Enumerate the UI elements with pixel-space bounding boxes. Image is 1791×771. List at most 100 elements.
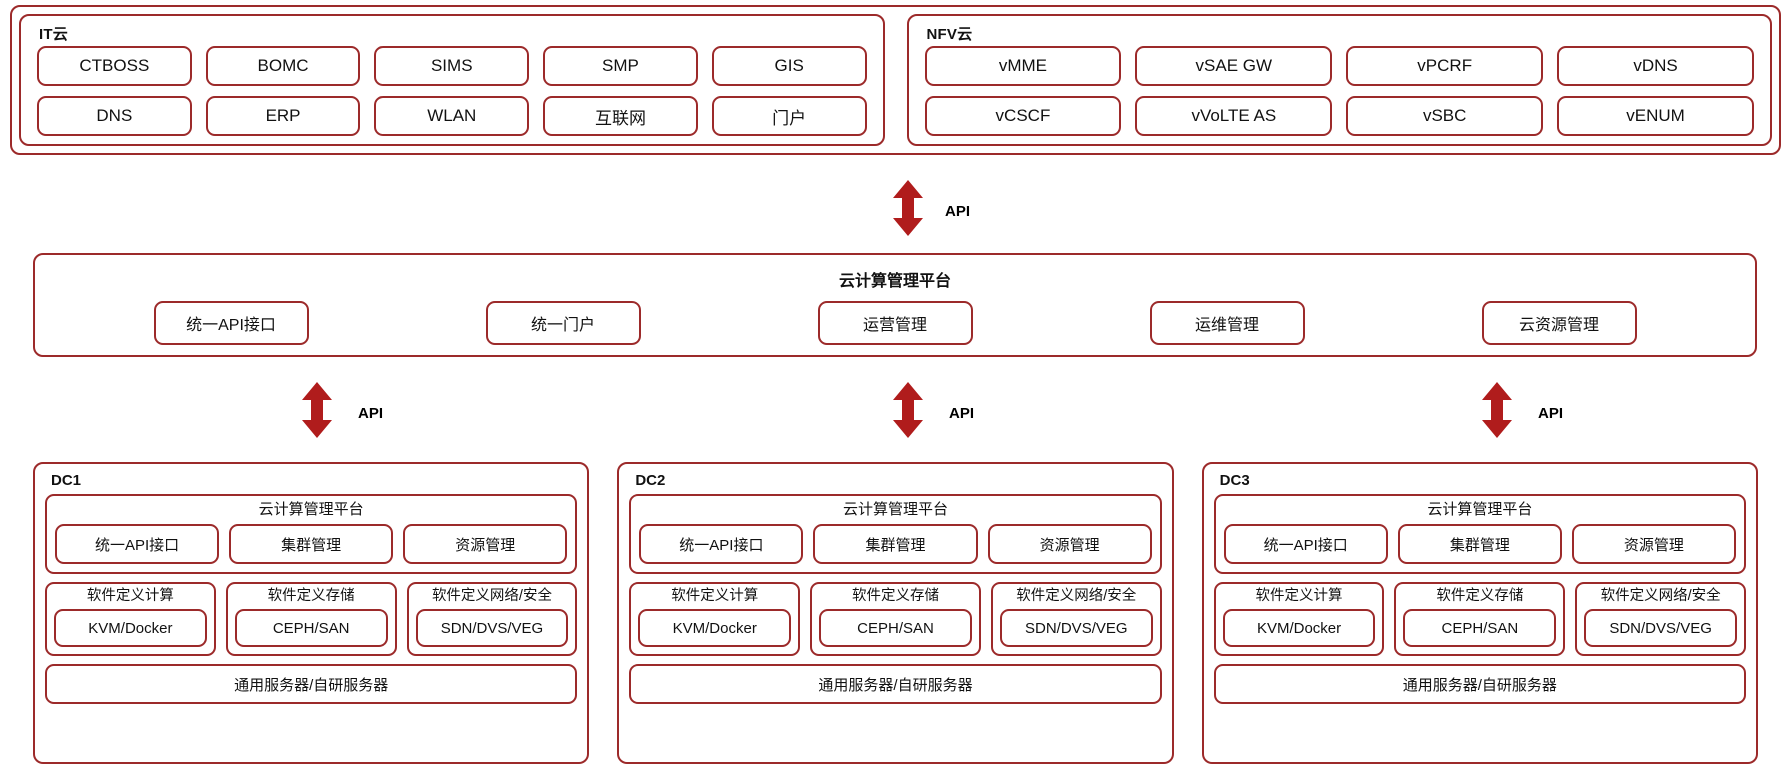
api-arrow-dc3-label: API [1538, 405, 1564, 422]
cloud-item-smp[interactable]: SMP [543, 46, 698, 86]
dc3-mgmt-item-unified-api[interactable]: 统一API接口 [1223, 524, 1388, 564]
cloud-group-it: IT云 CTBOSS BOMC SIMS SMP GIS DNS ERP WLA… [19, 14, 885, 146]
datacenter-dc2: DC2 云计算管理平台 统一API接口 集群管理 资源管理 软件定义计算 KVM… [617, 462, 1174, 764]
cloud-item-vmme[interactable]: vMME [924, 46, 1122, 86]
cloud-group-nfv: NFV云 vMME vSAE GW vPCRF vDNS vCSCF vVoLT… [906, 14, 1772, 146]
dc2-sd-network: 软件定义网络/安全 SDN/DVS/VEG [990, 582, 1162, 656]
cloud-item-portal[interactable]: 门户 [711, 96, 867, 136]
cloud-item-ctboss[interactable]: CTBOSS [37, 46, 192, 86]
dc3-software-defined-row: 软件定义计算 KVM/Docker 软件定义存储 CEPH/SAN 软件定义网络… [1213, 582, 1746, 656]
dc2-sd-storage-value[interactable]: CEPH/SAN [819, 609, 972, 647]
dc1-sd-storage-title: 软件定义存储 [267, 588, 355, 604]
cloud-item-vsbc[interactable]: vSBC [1346, 96, 1544, 136]
cloud-item-vcscf[interactable]: vCSCF [924, 96, 1122, 136]
dc2-sd-storage: 软件定义存储 CEPH/SAN [810, 582, 981, 656]
platform-item-cloud-resource-mgmt[interactable]: 云资源管理 [1481, 301, 1637, 345]
cloud-item-erp[interactable]: ERP [205, 96, 361, 136]
dc3-sd-network-value[interactable]: SDN/DVS/VEG [1584, 609, 1737, 647]
dc1-sd-compute-title: 软件定义计算 [86, 588, 174, 604]
platform-item-unified-api[interactable]: 统一API接口 [153, 301, 309, 345]
platform-item-operation-mgmt[interactable]: 运营管理 [817, 301, 973, 345]
dc3-sd-storage-value[interactable]: CEPH/SAN [1403, 609, 1557, 647]
dc1-software-defined-row: 软件定义计算 KVM/Docker 软件定义存储 CEPH/SAN 软件定义网络… [45, 582, 578, 656]
dc3-mgmt-item-resource-mgmt[interactable]: 资源管理 [1571, 524, 1736, 564]
dc2-sd-compute: 软件定义计算 KVM/Docker [629, 582, 801, 656]
dc1-sd-network-value[interactable]: SDN/DVS/VEG [415, 609, 569, 647]
cloud-management-platform: 云计算管理平台 统一API接口 统一门户 运营管理 运维管理 云资源管理 [33, 253, 1757, 357]
platform-title: 云计算管理平台 [838, 273, 951, 290]
datacenter-row: DC1 云计算管理平台 统一API接口 集群管理 资源管理 软件定义计算 KVM… [33, 462, 1758, 764]
cloud-item-dns[interactable]: DNS [37, 96, 192, 136]
dc2-sd-compute-title: 软件定义计算 [671, 588, 759, 604]
api-arrow-dc2-icon [891, 382, 925, 438]
cloud-group-it-title: IT云 [39, 26, 68, 43]
cloud-item-sims[interactable]: SIMS [374, 46, 530, 86]
dc1-mgmt-item-unified-api[interactable]: 统一API接口 [55, 524, 220, 564]
api-arrow-dc1-label: API [358, 405, 384, 422]
cloud-band-container: IT云 CTBOSS BOMC SIMS SMP GIS DNS ERP WLA… [10, 5, 1781, 155]
dc1-mgmt-item-cluster-mgmt[interactable]: 集群管理 [229, 524, 394, 564]
datacenter-dc3: DC3 云计算管理平台 统一API接口 集群管理 资源管理 软件定义计算 KVM… [1201, 462, 1758, 764]
dc3-sd-network-title: 软件定义网络/安全 [1600, 588, 1721, 604]
dc1-sd-storage-value[interactable]: CEPH/SAN [234, 609, 388, 647]
cloud-item-vpcrf[interactable]: vPCRF [1346, 46, 1544, 86]
datacenter-dc1: DC1 云计算管理平台 统一API接口 集群管理 资源管理 软件定义计算 KVM… [33, 462, 590, 764]
dc2-mgmt-item-unified-api[interactable]: 统一API接口 [639, 524, 804, 564]
api-arrow-dc3-icon [1480, 382, 1514, 438]
api-arrow-top-icon [891, 180, 925, 236]
api-arrow-dc1-icon [300, 382, 334, 438]
dc1-sd-network: 软件定义网络/安全 SDN/DVS/VEG [406, 582, 578, 656]
dc1-management-platform: 云计算管理平台 统一API接口 集群管理 资源管理 [45, 494, 578, 574]
cloud-item-internet[interactable]: 互联网 [543, 96, 698, 136]
datacenter-dc1-title: DC1 [51, 472, 82, 489]
dc1-sd-compute-value[interactable]: KVM/Docker [54, 609, 207, 647]
dc3-sd-compute-title: 软件定义计算 [1255, 588, 1343, 604]
dc1-mgmt-item-resource-mgmt[interactable]: 资源管理 [403, 524, 568, 564]
dc2-sd-network-title: 软件定义网络/安全 [1016, 588, 1137, 604]
cloud-item-bomc[interactable]: BOMC [205, 46, 361, 86]
cloud-group-nfv-row-1: vMME vSAE GW vPCRF vDNS [924, 46, 1754, 86]
dc3-management-items: 统一API接口 集群管理 资源管理 [1223, 524, 1736, 564]
dc3-sd-storage: 软件定义存储 CEPH/SAN [1394, 582, 1566, 656]
dc1-sd-compute: 软件定义计算 KVM/Docker [45, 582, 216, 656]
dc1-management-items: 统一API接口 集群管理 资源管理 [55, 524, 568, 564]
dc3-sd-network: 软件定义网络/安全 SDN/DVS/VEG [1575, 582, 1746, 656]
cloud-group-it-row-2: DNS ERP WLAN 互联网 门户 [37, 96, 867, 136]
cloud-group-nfv-row-2: vCSCF vVoLTE AS vSBC vENUM [924, 96, 1754, 136]
dc2-server-bar[interactable]: 通用服务器/自研服务器 [629, 664, 1162, 704]
dc3-management-title: 云计算管理平台 [1427, 501, 1533, 518]
cloud-item-vsae-gw[interactable]: vSAE GW [1135, 46, 1333, 86]
datacenter-dc3-title: DC3 [1219, 472, 1250, 489]
platform-item-unified-portal[interactable]: 统一门户 [485, 301, 641, 345]
dc2-management-platform: 云计算管理平台 统一API接口 集群管理 资源管理 [629, 494, 1162, 574]
cloud-item-gis[interactable]: GIS [711, 46, 867, 86]
dc3-sd-storage-title: 软件定义存储 [1436, 588, 1524, 604]
dc1-sd-network-title: 软件定义网络/安全 [431, 588, 552, 604]
cloud-item-vdns[interactable]: vDNS [1557, 46, 1754, 86]
platform-item-maintenance-mgmt[interactable]: 运维管理 [1149, 301, 1305, 345]
dc2-sd-network-value[interactable]: SDN/DVS/VEG [999, 609, 1153, 647]
dc2-sd-compute-value[interactable]: KVM/Docker [638, 609, 792, 647]
dc3-management-platform: 云计算管理平台 统一API接口 集群管理 资源管理 [1213, 494, 1746, 574]
dc1-server-bar[interactable]: 通用服务器/自研服务器 [45, 664, 578, 704]
cloud-group-nfv-title: NFV云 [926, 26, 973, 43]
api-arrow-top-label: API [945, 203, 971, 220]
dc3-mgmt-item-cluster-mgmt[interactable]: 集群管理 [1397, 524, 1562, 564]
cloud-item-vvolte-as[interactable]: vVoLTE AS [1135, 96, 1333, 136]
cloud-item-venum[interactable]: vENUM [1557, 96, 1754, 136]
api-arrow-dc2-label: API [949, 405, 975, 422]
dc3-server-bar[interactable]: 通用服务器/自研服务器 [1213, 664, 1746, 704]
dc2-mgmt-item-cluster-mgmt[interactable]: 集群管理 [813, 524, 978, 564]
datacenter-dc2-title: DC2 [635, 472, 666, 489]
dc2-software-defined-row: 软件定义计算 KVM/Docker 软件定义存储 CEPH/SAN 软件定义网络… [629, 582, 1162, 656]
platform-items: 统一API接口 统一门户 运营管理 运维管理 云资源管理 [35, 301, 1755, 345]
dc2-management-title: 云计算管理平台 [842, 501, 948, 518]
cloud-group-it-row-1: CTBOSS BOMC SIMS SMP GIS [37, 46, 867, 86]
dc2-mgmt-item-resource-mgmt[interactable]: 资源管理 [987, 524, 1152, 564]
dc3-sd-compute-value[interactable]: KVM/Docker [1222, 609, 1376, 647]
dc2-management-items: 统一API接口 集群管理 资源管理 [639, 524, 1152, 564]
cloud-item-wlan[interactable]: WLAN [374, 96, 530, 136]
dc1-management-title: 云计算管理平台 [258, 501, 364, 518]
dc2-sd-storage-title: 软件定义存储 [852, 588, 939, 604]
